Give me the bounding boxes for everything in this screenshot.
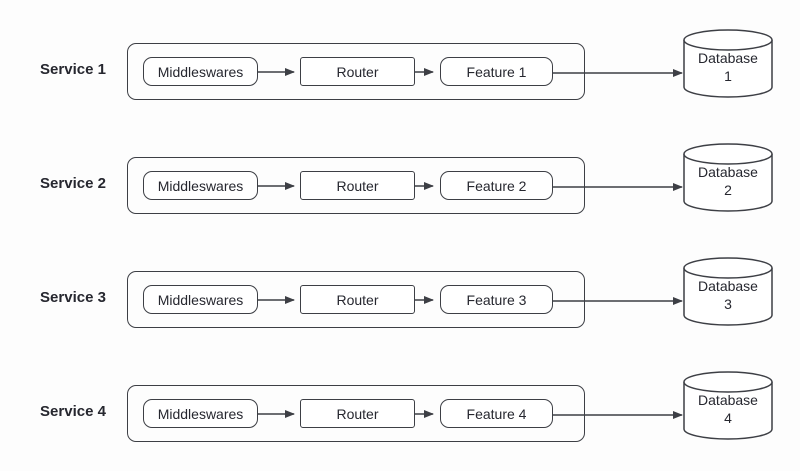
router-node-1-label: Router xyxy=(336,63,379,80)
feature-node-4-label: Feature 4 xyxy=(466,405,527,422)
service-row-4: Service 4 Middleswares Router Feature 4 xyxy=(0,385,800,442)
database-2-label: Database 2 xyxy=(684,163,772,199)
middlewares-node-1-label: Middleswares xyxy=(157,63,244,80)
feature-node-4: Feature 4 xyxy=(440,399,553,428)
router-node-1: Router xyxy=(300,57,415,86)
database-4-line2: 4 xyxy=(724,410,732,426)
feature-node-3-label: Feature 3 xyxy=(466,291,527,308)
middlewares-node-4: Middleswares xyxy=(143,399,258,428)
service-2-label: Service 2 xyxy=(40,175,106,192)
feature-node-1-label: Feature 1 xyxy=(466,63,527,80)
service-3-label: Service 3 xyxy=(40,289,106,306)
database-1-label: Database 1 xyxy=(684,49,772,85)
database-1-line1: Database xyxy=(698,50,758,66)
service-1-label: Service 1 xyxy=(40,61,106,78)
service-2-container: Middleswares Router Feature 2 xyxy=(127,157,585,214)
database-2-line1: Database xyxy=(698,164,758,180)
middlewares-node-3: Middleswares xyxy=(143,285,258,314)
middlewares-node-3-label: Middleswares xyxy=(157,291,244,308)
router-node-3: Router xyxy=(300,285,415,314)
middlewares-node-2: Middleswares xyxy=(143,171,258,200)
feature-node-1: Feature 1 xyxy=(440,57,553,86)
database-4-label: Database 4 xyxy=(684,391,772,427)
feature-node-2-label: Feature 2 xyxy=(466,177,527,194)
router-node-2: Router xyxy=(300,171,415,200)
router-node-4-label: Router xyxy=(336,405,379,422)
router-node-2-label: Router xyxy=(336,177,379,194)
service-row-3: Service 3 Middleswares Router Feature 3 xyxy=(0,271,800,328)
service-3-container: Middleswares Router Feature 3 xyxy=(127,271,585,328)
service-row-2: Service 2 Middleswares Router Feature 2 xyxy=(0,157,800,214)
middlewares-node-4-label: Middleswares xyxy=(157,405,244,422)
feature-node-3: Feature 3 xyxy=(440,285,553,314)
database-4-line1: Database xyxy=(698,392,758,408)
database-2-line2: 2 xyxy=(724,182,732,198)
database-1-line2: 1 xyxy=(724,68,732,84)
database-3-line2: 3 xyxy=(724,296,732,312)
service-4-container: Middleswares Router Feature 4 xyxy=(127,385,585,442)
service-row-1: Service 1 Middleswares Router Feature 1 xyxy=(0,43,800,100)
router-node-4: Router xyxy=(300,399,415,428)
feature-node-2: Feature 2 xyxy=(440,171,553,200)
database-3-label: Database 3 xyxy=(684,277,772,313)
service-1-container: Middleswares Router Feature 1 xyxy=(127,43,585,100)
router-node-3-label: Router xyxy=(336,291,379,308)
middlewares-node-1: Middleswares xyxy=(143,57,258,86)
service-4-label: Service 4 xyxy=(40,403,106,420)
middlewares-node-2-label: Middleswares xyxy=(157,177,244,194)
database-3-line1: Database xyxy=(698,278,758,294)
